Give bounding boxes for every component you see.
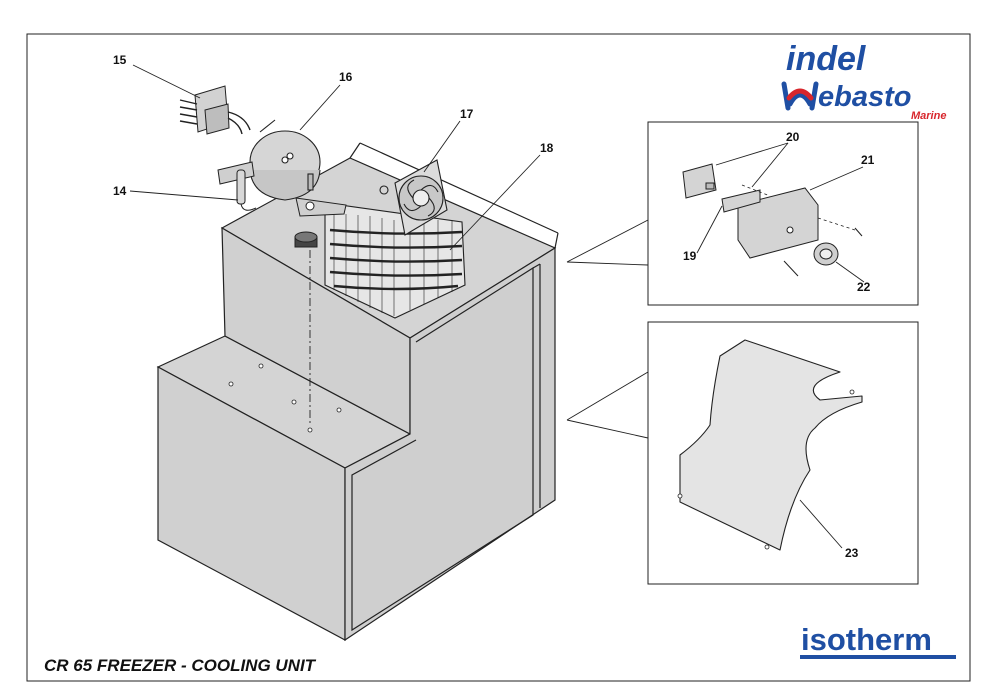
webasto-w-mark-icon bbox=[781, 81, 819, 111]
indel-logo-text: indel bbox=[786, 40, 867, 78]
diagram-title: CR 65 FREEZER - COOLING UNIT bbox=[44, 656, 317, 675]
isotherm-logo: isotherm bbox=[800, 622, 956, 659]
part-number-15: 15 bbox=[113, 53, 127, 67]
inset-thermostat bbox=[647, 121, 919, 306]
base-plate bbox=[217, 161, 347, 217]
filter-drier bbox=[236, 169, 257, 211]
part-number-19: 19 bbox=[683, 249, 697, 263]
mounting-holes bbox=[228, 363, 342, 433]
condenser-coil bbox=[324, 204, 466, 319]
fan-icon bbox=[379, 159, 448, 236]
relay-box-icon bbox=[179, 85, 251, 135]
part-number-23: 23 bbox=[845, 546, 859, 560]
part-number-18: 18 bbox=[540, 141, 554, 155]
webasto-red-arc-icon bbox=[786, 88, 814, 101]
part-number-21: 21 bbox=[861, 153, 875, 167]
part-numbers: 14 15 16 17 18 19 20 21 22 23 bbox=[113, 53, 875, 560]
part-number-14: 14 bbox=[113, 184, 127, 198]
part-number-22: 22 bbox=[857, 280, 871, 294]
leader-lines bbox=[129, 64, 541, 251]
part-number-20: 20 bbox=[786, 130, 800, 144]
page-border bbox=[26, 33, 971, 682]
rubber-grommet bbox=[294, 231, 318, 248]
isotherm-logo-text: isotherm bbox=[801, 622, 932, 657]
isotherm-underline bbox=[800, 655, 956, 659]
marine-logo-text: Marine bbox=[911, 110, 946, 122]
webasto-logo-text: ebasto bbox=[818, 81, 911, 113]
compressor-icon bbox=[249, 119, 321, 201]
part-number-17: 17 bbox=[460, 107, 474, 121]
indel-webasto-logo: indel ebasto Marine bbox=[781, 40, 946, 122]
inset-cover-panel bbox=[647, 321, 919, 585]
part-number-16: 16 bbox=[339, 70, 353, 84]
inset-connector-lines bbox=[566, 219, 649, 439]
